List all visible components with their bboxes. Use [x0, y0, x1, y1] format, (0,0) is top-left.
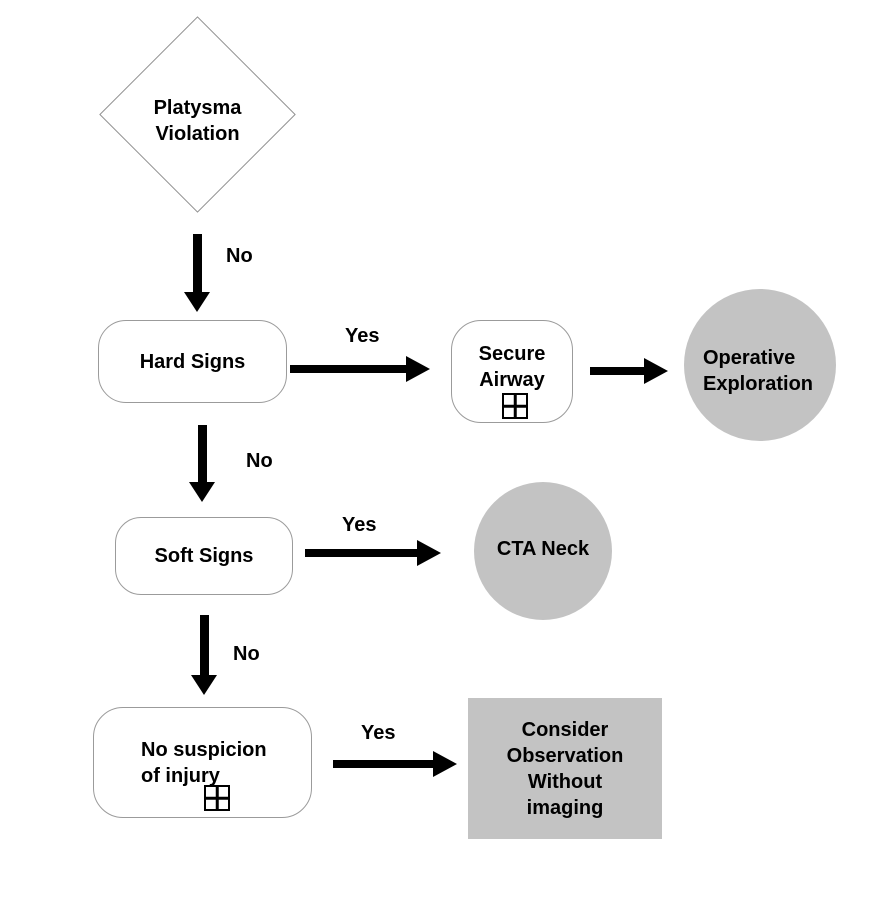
platysma-violation-label: Platysma Violation — [100, 95, 295, 147]
plus-box-icon — [204, 785, 230, 811]
consider-observation-label: Consider Observation Without imaging — [507, 717, 624, 821]
arrowhead-down-icon — [191, 675, 217, 695]
node-line: of injury — [141, 765, 220, 787]
operative-exploration-label: Operative Exploration — [703, 345, 813, 397]
arrow-softsigns-to-nosuspicion — [200, 615, 209, 675]
secure-airway-label: Secure Airway — [452, 341, 572, 393]
plus-box-icon — [502, 393, 528, 419]
soft-signs-label: Soft Signs — [154, 545, 254, 567]
arrowhead-down-icon — [184, 292, 210, 312]
node-line: Secure — [478, 343, 546, 365]
arrow-hardsigns-to-secureairway — [290, 365, 406, 373]
node-no-suspicion: No suspicion of injury — [93, 707, 312, 818]
no-suspicion-label: No suspicion of injury — [141, 737, 267, 789]
edge-label-no-1: No — [226, 245, 253, 267]
node-operative-exploration: Operative Exploration — [684, 289, 836, 441]
node-line: Operative — [703, 347, 796, 369]
edge-label-yes-2: Yes — [342, 514, 377, 536]
edge-label-yes-3: Yes — [361, 722, 396, 744]
arrowhead-right-icon — [417, 540, 441, 566]
arrow-platysma-to-hardsigns — [193, 234, 202, 292]
node-line: Platysma — [153, 97, 242, 119]
node-line: No suspicion — [141, 739, 267, 761]
node-line: imaging — [526, 796, 604, 819]
node-line: Observation — [506, 744, 624, 767]
arrowhead-right-icon — [433, 751, 457, 777]
node-cta-neck: CTA Neck — [474, 482, 612, 620]
node-line: Without — [527, 770, 603, 793]
node-line: Violation — [155, 123, 240, 145]
hard-signs-label: Hard Signs — [139, 350, 246, 373]
node-secure-airway: Secure Airway — [451, 320, 573, 423]
node-hard-signs: Hard Signs — [98, 320, 287, 403]
arrowhead-right-icon — [644, 358, 668, 384]
cta-neck-label: CTA Neck — [496, 537, 590, 560]
edge-label-no-2: No — [246, 450, 273, 472]
node-line: Consider — [521, 718, 609, 741]
edge-label-no-3: No — [233, 643, 260, 665]
arrow-secureairway-to-operative — [590, 367, 644, 375]
edge-label-yes-1: Yes — [345, 325, 380, 347]
arrow-softsigns-to-ctaneck — [305, 549, 417, 557]
arrowhead-right-icon — [406, 356, 430, 382]
node-soft-signs: Soft Signs — [115, 517, 293, 595]
node-line: Airway — [479, 369, 545, 391]
arrow-nosuspicion-to-observation — [333, 760, 433, 768]
arrow-hardsigns-to-softsigns — [198, 425, 207, 482]
node-consider-observation: Consider Observation Without imaging — [468, 698, 662, 839]
arrowhead-down-icon — [189, 482, 215, 502]
node-line: Exploration — [703, 373, 814, 395]
